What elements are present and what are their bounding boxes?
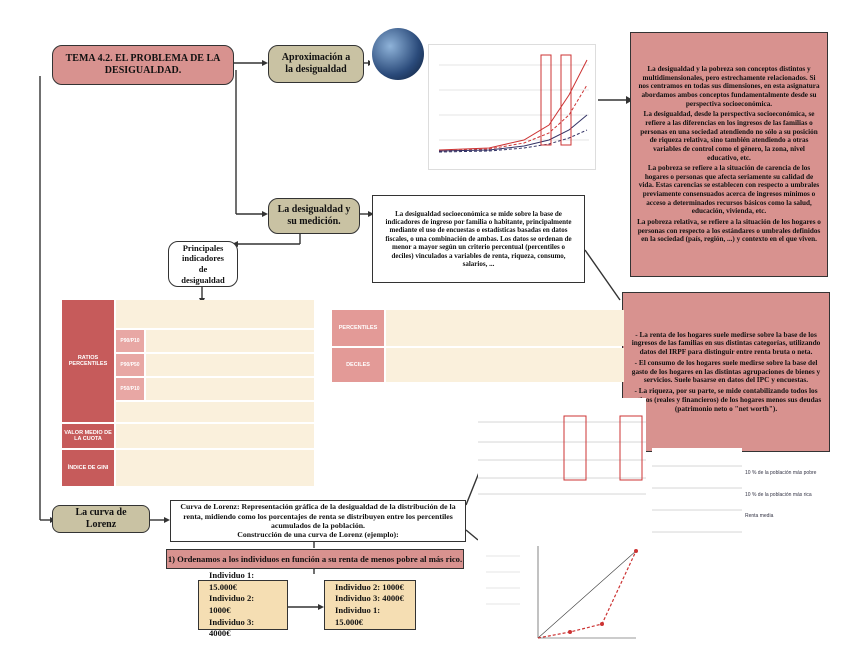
individuals-unordered: Individuo 1: 15.000€ Individuo 2: 1000€ … [198, 570, 288, 638]
lorenz-label: La curva de Lorenz [75, 506, 127, 531]
individual-ordered-1: Individuo 2: 1000€ [335, 581, 404, 592]
p50-p10-description [146, 378, 314, 400]
aproximacion-figure [370, 26, 598, 174]
gini-text: ÍNDICE DE GINI [67, 465, 109, 471]
medicion-text: La desigualdad socioeconómica se mide so… [372, 195, 585, 283]
p50-p10-text: P50/P10 [120, 386, 140, 392]
aproximacion-label: Aproximación a la desigualdad [281, 51, 351, 76]
lorenz-definition: Curva de Lorenz: Representación gráfica … [170, 500, 466, 542]
text-paragraph-4: La pobreza relativa, se refiere a la sit… [637, 217, 821, 244]
deciles-text: DECILES [346, 362, 370, 368]
riqueza-paragraph: - La riqueza, por su parte, se mide cont… [630, 386, 822, 413]
p90-p10-text: P90/P10 [120, 338, 140, 344]
text-paragraph-3: La pobreza se refiere a la situación de … [638, 164, 820, 216]
population-share-notes: 10 % de la población más pobre 10 % de l… [745, 448, 841, 568]
desigualdad-pobreza-text: La desigualdad y la pobreza son concepto… [630, 32, 828, 277]
text-paragraph-1: La desigualdad y la pobreza son concepto… [638, 65, 820, 108]
step-1-text: 1) Ordenamos a los individuos en función… [167, 554, 463, 564]
individual-3: Individuo 3: 4000€ [209, 616, 255, 639]
percentiles-label: PERCENTILES [332, 310, 384, 346]
lorenz-construction-text: Construcción de una curva de Lorenz (eje… [237, 530, 399, 540]
percentiles-description [386, 310, 624, 346]
ratios-extra-description [116, 402, 314, 422]
medicion-label: La desigualdad y su medición. [277, 203, 351, 228]
ratios-percentiles-label: RATIOS PERCENTILES [62, 300, 114, 422]
indicadores-node: Principales indicadores de desigualdad [168, 241, 238, 287]
valor-medio-description [116, 424, 314, 448]
p90-p50-description [146, 354, 314, 376]
note-poor: 10 % de la población más pobre [745, 470, 817, 476]
lorenz-definition-text: Curva de Lorenz: Representación gráfica … [180, 502, 456, 530]
renta-paragraph: - La renta de los hogares suele medirse … [631, 329, 821, 357]
tema-label: TEMA 4.2. EL PROBLEMA DE LA DESIGUALDAD. [65, 52, 221, 77]
percentiles-text: PERCENTILES [338, 325, 378, 331]
p90-p50-label: P90/P50 [116, 354, 144, 376]
gini-description [116, 450, 314, 486]
aproximacion-node: Aproximación a la desigualdad [268, 45, 364, 83]
ratios-description [116, 300, 314, 328]
p50-p10-label: P50/P10 [116, 378, 144, 400]
medicion-node: La desigualdad y su medición. [268, 198, 360, 234]
income-table-image [478, 398, 646, 498]
ratios-label-text: RATIOS PERCENTILES [68, 355, 108, 367]
renta-consumo-riqueza-text: - La renta de los hogares suele medirse … [622, 292, 830, 452]
valor-medio-label: VALOR MEDIO DE LA CUOTA [62, 424, 114, 448]
medicion-paragraph: La desigualdad socioeconómica se mide so… [385, 209, 572, 268]
tema-title: TEMA 4.2. EL PROBLEMA DE LA DESIGUALDAD. [52, 45, 234, 85]
valor-medio-text: VALOR MEDIO DE LA CUOTA [64, 430, 112, 442]
p90-p10-label: P90/P10 [116, 330, 144, 352]
consumo-paragraph: - El consumo de los hogares suele medirs… [631, 357, 821, 385]
note-rich: 10 % de la población más rica [745, 491, 812, 498]
inequality-chart-image [428, 44, 596, 170]
text-paragraph-2: La desigualdad, desde la perspectiva soc… [640, 110, 818, 162]
individual-2: Individuo 2: 1000€ [209, 593, 255, 615]
individual-1: Individuo 1: 15.000€ [209, 570, 255, 592]
deciles-description [386, 348, 624, 382]
individual-ordered-3: Individuo 1: 15.000€ [335, 605, 381, 627]
p90-p50-text: P90/P50 [120, 362, 140, 368]
gini-label: ÍNDICE DE GINI [62, 450, 114, 486]
indicadores-label: Principales indicadores de desigualdad [181, 242, 225, 285]
lorenz-curve-image [478, 526, 640, 644]
deciles-label: DECILES [332, 348, 384, 382]
lorenz-node: La curva de Lorenz [52, 505, 150, 533]
individuals-ordered: Individuo 2: 1000€ Individuo 3: 4000€ In… [324, 580, 416, 630]
note-mean: Renta media [745, 513, 774, 519]
individual-ordered-2: Individuo 3: 4000€ [335, 593, 404, 604]
step-1: 1) Ordenamos a los individuos en función… [166, 549, 464, 569]
p90-p10-description [146, 330, 314, 352]
percentiles-deciles-table: PERCENTILES DECILES [332, 310, 624, 382]
population-share-table [652, 448, 742, 548]
globe-image [372, 28, 424, 80]
indicators-table: RATIOS PERCENTILES P90/P10 P90/P50 P50/P… [62, 300, 314, 486]
